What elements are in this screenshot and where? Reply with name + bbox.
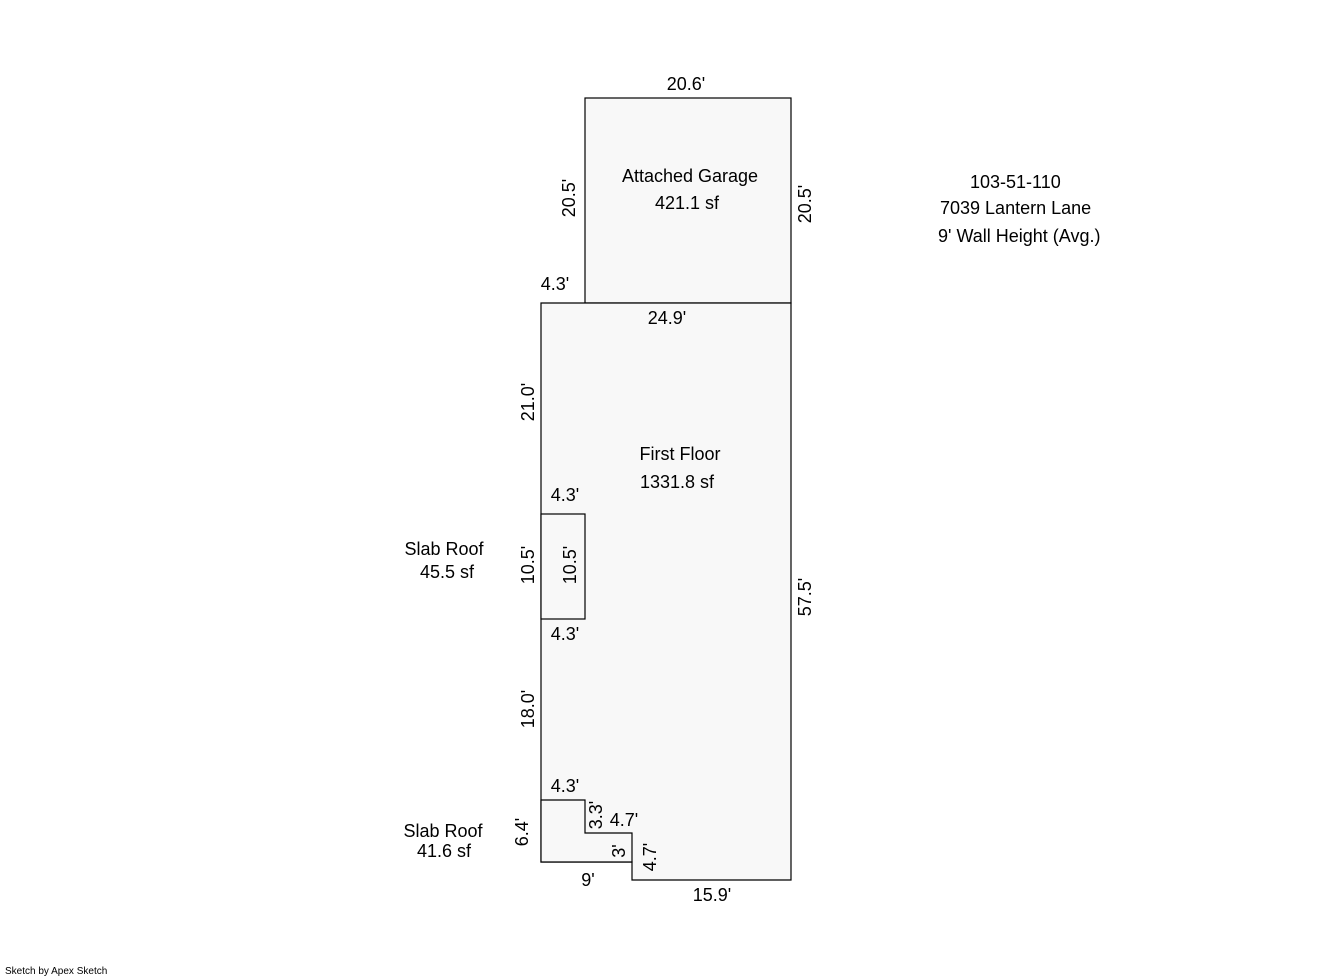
dim-bump1-left: 10.5' — [518, 546, 538, 584]
dim-floor-left-upper: 21.0' — [518, 383, 538, 421]
dim-floor-top: 24.9' — [648, 308, 686, 328]
dim-garage-right: 20.5' — [795, 185, 815, 223]
dim-step-v2: 3' — [609, 844, 629, 857]
dim-step-left: 6.4' — [512, 818, 532, 846]
dim-garage-left: 20.5' — [559, 179, 579, 217]
slab-roof-1-name: Slab Roof — [404, 539, 484, 559]
dim-step-bottom: 9' — [581, 870, 594, 890]
first-floor-area: 1331.8 sf — [640, 472, 715, 492]
dim-bump1-top: 4.3' — [551, 485, 579, 505]
slab-roof-1-area: 45.5 sf — [420, 562, 475, 582]
dim-bump1-bottom: 4.3' — [551, 624, 579, 644]
dim-offset-top-left: 4.3' — [541, 274, 569, 294]
slab-roof-2-area: 41.6 sf — [417, 841, 472, 861]
slab-roof-2-name: Slab Roof — [403, 821, 483, 841]
dim-floor-right: 57.5' — [795, 578, 815, 616]
garage-outline — [584, 97, 792, 304]
garage-area: 421.1 sf — [655, 193, 720, 213]
parcel-id: 103-51-110 — [970, 172, 1061, 192]
dim-garage-top: 20.6' — [667, 74, 705, 94]
dim-step-h1: 4.7' — [610, 810, 638, 830]
dim-step-v3: 4.7' — [640, 843, 660, 871]
dim-bump1-right: 10.5' — [560, 546, 580, 584]
slab-roof-1-outline — [540, 513, 586, 620]
dim-floor-bottom: 15.9' — [693, 885, 731, 905]
dim-step-top: 4.3' — [551, 776, 579, 796]
first-floor-name: First Floor — [640, 444, 721, 464]
sketch-credit: Sketch by Apex Sketch — [5, 966, 108, 977]
garage-name: Attached Garage — [622, 166, 758, 186]
wall-height: 9' Wall Height (Avg.) — [938, 226, 1101, 246]
dim-floor-left-lower: 18.0' — [518, 690, 538, 728]
slab-roof-2-outline — [540, 799, 633, 863]
property-address: 7039 Lantern Lane — [940, 198, 1092, 218]
dim-step-v1: 3.3' — [586, 801, 606, 829]
